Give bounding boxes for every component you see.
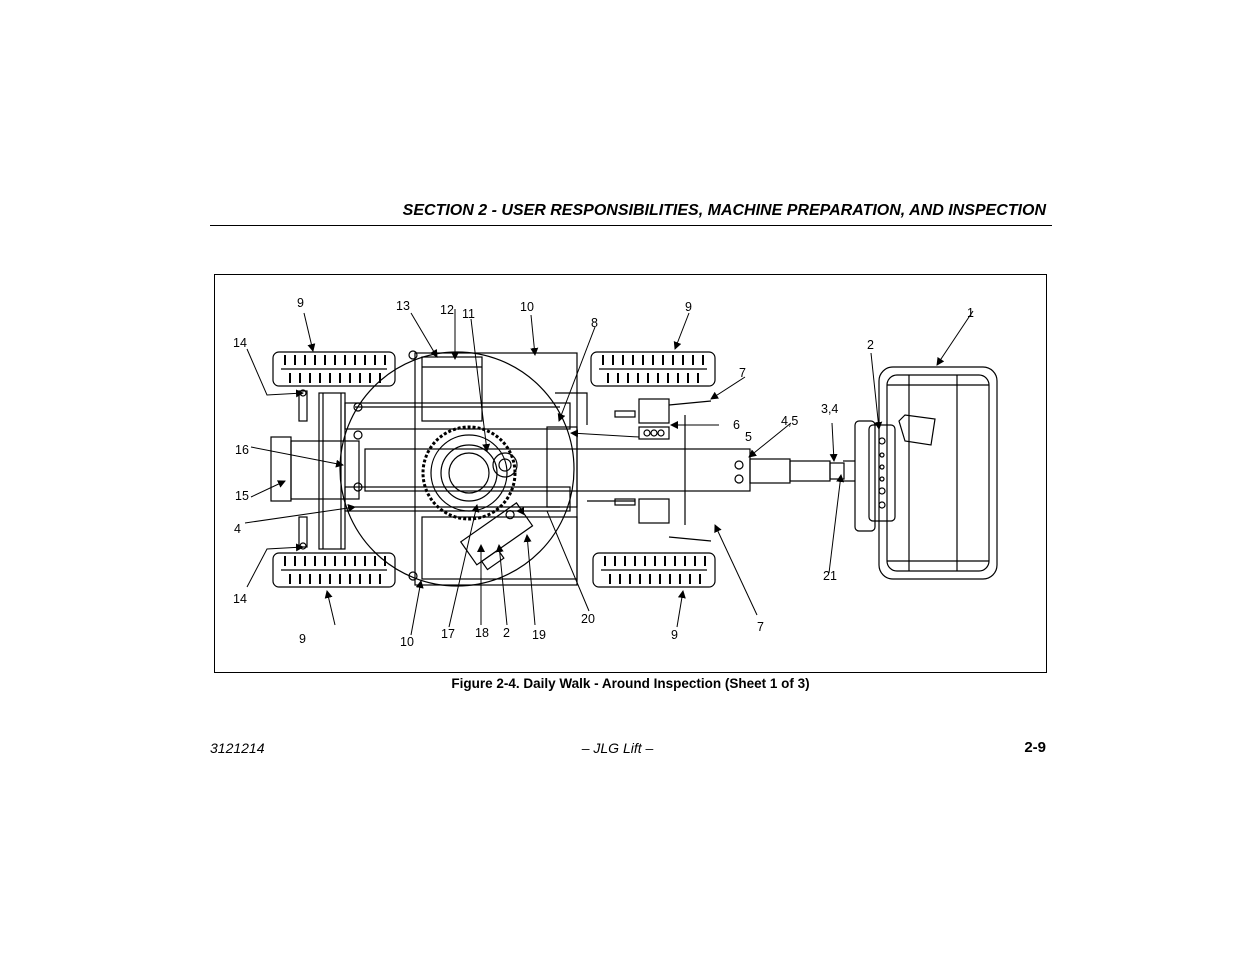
callout-19: 19 <box>532 628 546 642</box>
callout-2-platform: 2 <box>867 338 874 352</box>
callout-2-bottom: 2 <box>503 626 510 640</box>
leader-lines <box>244 309 974 636</box>
page-number: 2-9 <box>1024 739 1046 756</box>
section-header: SECTION 2 - USER RESPONSIBILITIES, MACHI… <box>210 202 1052 226</box>
boom-components <box>555 392 712 542</box>
callout-16: 16 <box>235 443 249 457</box>
callout-9-top-left: 9 <box>297 296 304 310</box>
figure-caption: Figure 2-4. Daily Walk - Around Inspecti… <box>451 676 810 691</box>
callout-13: 13 <box>396 299 410 313</box>
callout-18: 18 <box>475 626 489 640</box>
callout-9-bottom-left: 9 <box>299 632 306 646</box>
callout-6: 6 <box>733 418 740 432</box>
callout-4-left: 4 <box>234 522 241 536</box>
callout-15: 15 <box>235 489 249 503</box>
tire-bottom-right <box>592 552 716 588</box>
callout-7-top: 7 <box>739 366 746 380</box>
callout-9-top-right: 9 <box>685 300 692 314</box>
section-title: SECTION 2 - USER RESPONSIBILITIES, MACHI… <box>402 202 1046 219</box>
swing-bearing <box>421 425 518 521</box>
tire-bottom-left <box>272 552 396 588</box>
footer-title: – JLG Lift – <box>581 740 654 756</box>
callout-11: 11 <box>462 307 475 321</box>
tire-top-right <box>590 351 716 387</box>
doc-number: 3121214 <box>210 740 265 756</box>
callout-4-5: 4,5 <box>781 414 798 428</box>
callout-12: 12 <box>440 303 454 317</box>
callout-5: 5 <box>745 430 752 444</box>
callout-17: 17 <box>441 627 455 641</box>
callout-1: 1 <box>967 306 974 320</box>
machine-diagram: 1 2 3,4 4,5 5 6 7 7 8 9 9 9 9 10 10 11 1… <box>233 296 998 649</box>
callout-14-bottom: 14 <box>233 592 247 606</box>
boom <box>364 426 845 508</box>
platform <box>843 366 998 580</box>
chassis <box>270 389 571 550</box>
callout-7-bottom: 7 <box>757 620 764 634</box>
callout-21: 21 <box>823 569 837 583</box>
callout-9-bottom-right: 9 <box>671 628 678 642</box>
callout-10-bottom: 10 <box>400 635 414 649</box>
callout-3-4: 3,4 <box>821 402 838 416</box>
callout-20: 20 <box>581 612 595 626</box>
ground-control-box <box>459 502 534 571</box>
callout-14-top: 14 <box>233 336 247 350</box>
callout-10-top: 10 <box>520 300 534 314</box>
callout-labels: 1 2 3,4 4,5 5 6 7 7 8 9 9 9 9 10 10 11 1… <box>233 296 974 649</box>
figure-frame: 1 2 3,4 4,5 5 6 7 7 8 9 9 9 9 10 10 11 1… <box>214 274 1047 673</box>
tire-top-left <box>272 351 396 387</box>
callout-8: 8 <box>591 316 598 330</box>
